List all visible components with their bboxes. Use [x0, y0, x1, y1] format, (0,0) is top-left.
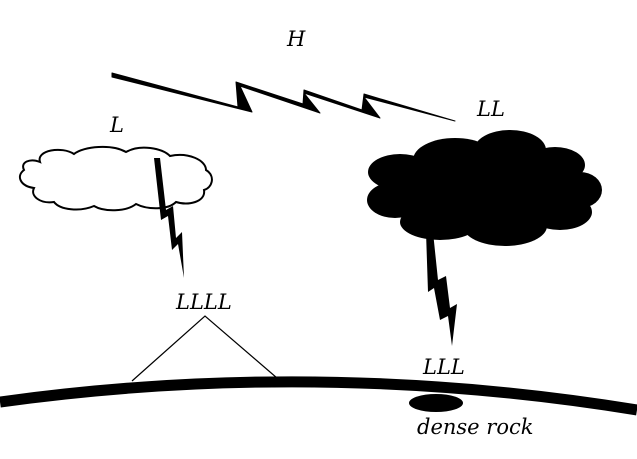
- lightning-bolt-right: [426, 232, 457, 346]
- lightning-bolt-upper: [111, 72, 456, 122]
- dense-rock-shape: [409, 394, 463, 412]
- white-cloud: [18, 146, 213, 212]
- ground-surface: [0, 376, 637, 416]
- lightning-bolt-left: [154, 158, 184, 278]
- label-h: H: [287, 27, 306, 51]
- black-cloud: [367, 130, 602, 246]
- label-l: L: [110, 113, 124, 137]
- hill-outline: [131, 315, 278, 382]
- label-lll: LLL: [423, 355, 465, 379]
- label-llll: LLLL: [176, 290, 232, 314]
- label-ll: LL: [477, 97, 505, 121]
- label-dense-rock: dense rock: [417, 415, 534, 439]
